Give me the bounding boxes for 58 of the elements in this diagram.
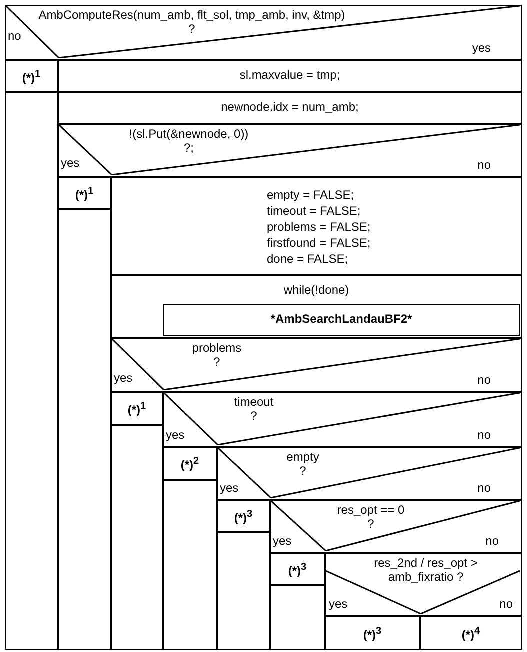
branch-label: yes — [61, 156, 80, 170]
statement-box — [58, 92, 522, 124]
statement-text: *AmbSearchLandauBF2* — [270, 312, 414, 326]
branch-label: no — [8, 29, 22, 43]
condition-text: AmbComputeRes(num_amb, flt_sol, tmp_amb, inv, &tmp) ? — [38, 8, 346, 36]
condition-text: problems ? — [191, 341, 243, 369]
reference-mark: (*)$^{1}$ — [21, 68, 42, 84]
reference-box — [420, 616, 522, 650]
reference-mark: (*)$^{3}$ — [287, 560, 308, 578]
reference-box — [163, 447, 217, 480]
branch-label: no — [478, 481, 491, 495]
statement-text: timeout = FALSE; — [267, 204, 361, 218]
condition-text: timeout ? — [233, 395, 275, 423]
reference-mark: (*)$^{1}$ — [126, 400, 148, 417]
branch-label: no — [478, 373, 491, 387]
statement-box — [58, 60, 522, 92]
loop-block — [111, 275, 522, 338]
branch-label: no — [478, 428, 491, 442]
branch-label: yes — [472, 41, 491, 55]
branch-label: no — [500, 597, 513, 611]
branch-label: yes — [273, 534, 292, 548]
condition-text: res_opt == 0 ? — [336, 503, 406, 531]
reference-mark: (*)$^{3}$ — [362, 624, 383, 642]
statement-text: problems = FALSE; — [267, 220, 371, 234]
statement-text: firstfound = FALSE; — [267, 236, 371, 250]
reference-mark: (*)$^{3}$ — [233, 508, 254, 524]
condition-text: empty ? — [286, 450, 320, 478]
statement-box — [111, 177, 522, 275]
branch-label: yes — [220, 481, 239, 495]
condition-text: !(sl.Put(&newnode, 0)) ?; — [128, 127, 250, 155]
branch-label: no — [478, 158, 491, 172]
branch-label: yes — [166, 428, 185, 442]
statement-text: done = FALSE; — [267, 252, 348, 266]
statement-text: newnode.idx = num_amb; — [220, 100, 360, 114]
statement-text: sl.maxvalue = tmp; — [238, 68, 342, 82]
reference-mark: (*)$^{2}$ — [180, 455, 200, 472]
reference-box — [5, 60, 58, 92]
branch-label: yes — [114, 371, 133, 385]
reference-mark: (*)$^{4}$ — [460, 624, 482, 642]
reference-box — [270, 553, 325, 585]
decision-block — [58, 124, 522, 177]
statement-box — [163, 304, 520, 336]
condition-text: res_2nd / res_opt > amb_fixratio ? — [373, 556, 479, 584]
branch-label: no — [486, 534, 499, 548]
reference-mark: (*)$^{1}$ — [74, 184, 95, 202]
branch-label: yes — [329, 597, 348, 611]
reference-box — [325, 616, 420, 650]
decision-block — [111, 338, 522, 392]
reference-box — [111, 392, 163, 425]
reference-box — [217, 500, 270, 532]
loop-condition: while(!done) — [282, 283, 350, 297]
reference-box — [58, 177, 111, 209]
decision-block — [270, 500, 522, 553]
decision-block — [163, 392, 522, 447]
statement-text: empty = FALSE; — [267, 188, 354, 202]
decision-block — [325, 553, 522, 616]
decision-block — [217, 447, 522, 500]
decision-block — [5, 5, 522, 60]
